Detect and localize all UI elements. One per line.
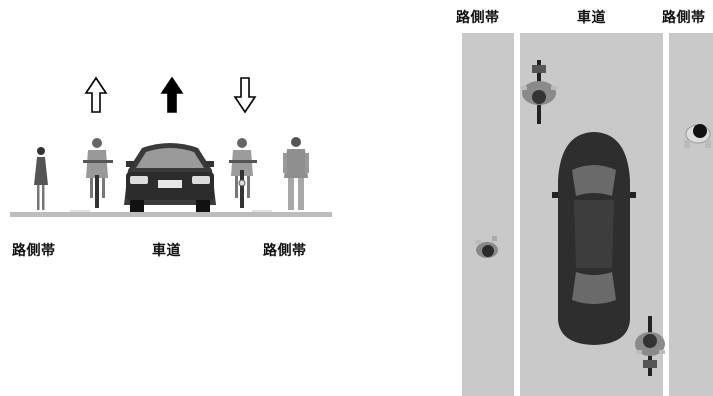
left-shoulder-strip [462,33,514,396]
pedestrian-top-right-icon [684,124,711,148]
side-label-left-shoulder: 路側帯 [12,243,56,259]
pedestrian-top-left-icon [475,236,498,258]
side-label-roadway: 車道 [152,243,181,259]
arrow-up-outline-icon [84,76,108,113]
arrow-up-solid-icon [160,76,184,113]
top-label-left-shoulder: 路側帯 [456,10,500,26]
car-front-icon [124,143,216,212]
top-label-right-shoulder: 路側帯 [662,10,706,26]
ground-line [10,212,332,217]
pedestrian-man-icon [283,137,309,210]
cyclist-top-icon [521,60,557,124]
side-label-right-shoulder: 路側帯 [263,243,307,259]
right-shoulder-strip [669,33,713,396]
car-top-icon [552,132,636,345]
cyclist-top-bottom-icon [635,316,665,376]
pedestrian-woman-icon [34,147,48,210]
cyclist-front-icon [229,138,257,208]
cyclist-rear-icon [83,138,113,208]
arrow-down-outline-icon [233,77,257,114]
top-label-roadway: 車道 [577,10,606,26]
